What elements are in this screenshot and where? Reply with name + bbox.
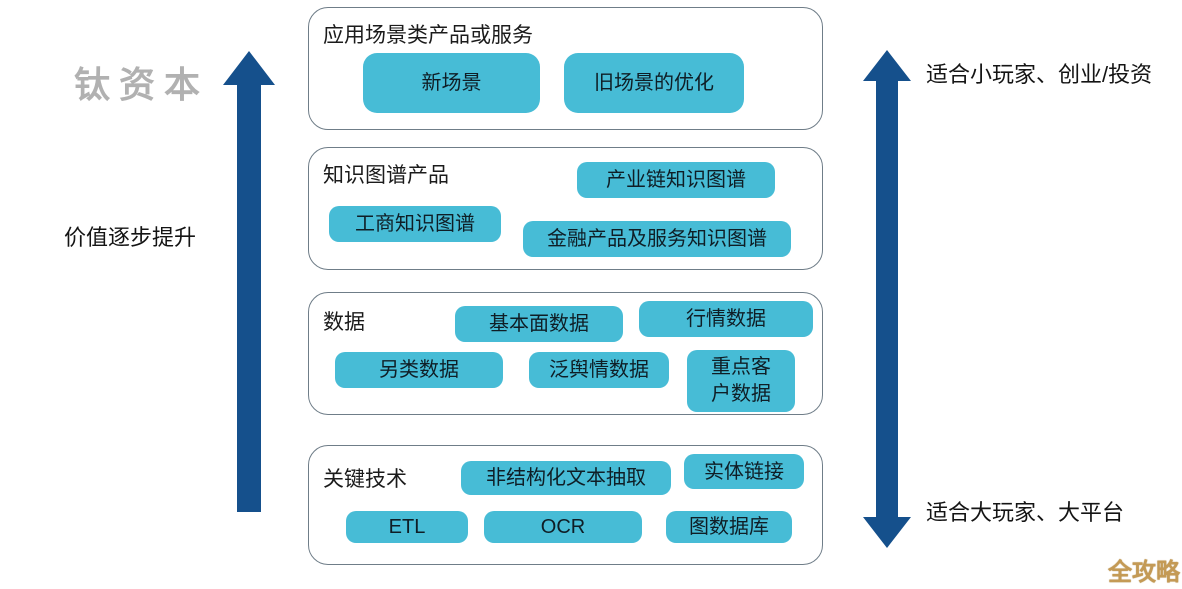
tag-unstructured-text-extraction: 非结构化文本抽取 [461, 461, 671, 495]
up-arrow-icon [223, 51, 275, 512]
tag-business-registration-kg: 工商知识图谱 [329, 206, 501, 242]
tag-financial-products-services-kg: 金融产品及服务知识图谱 [523, 221, 791, 257]
layer-title: 关键技术 [323, 468, 407, 491]
double-vertical-arrow-icon [863, 50, 911, 548]
layer-knowledge-graph-products: 知识图谱产品 产业链知识图谱 工商知识图谱 金融产品及服务知识图谱 [308, 147, 823, 270]
right-top-label: 适合小玩家、创业/投资 [926, 62, 1153, 87]
tag-industry-chain-kg: 产业链知识图谱 [577, 162, 775, 198]
layer-key-technologies: 关键技术 非结构化文本抽取 实体链接 ETL OCR 图数据库 [308, 445, 823, 565]
value-axis-label: 价值逐步提升 [64, 225, 197, 250]
right-bottom-label: 适合大玩家、大平台 [926, 500, 1125, 525]
tag-entity-linking: 实体链接 [684, 454, 804, 489]
layer-data: 数据 基本面数据 行情数据 另类数据 泛舆情数据 重点客户数据 [308, 292, 823, 415]
layer-title: 应用场景类产品或服务 [323, 24, 533, 47]
layer-application-scenarios: 应用场景类产品或服务 新场景 旧场景的优化 [308, 7, 823, 130]
tag-old-scenario-optimization: 旧场景的优化 [564, 53, 744, 113]
tag-ocr: OCR [484, 511, 642, 543]
tag-graph-database: 图数据库 [666, 511, 792, 543]
tag-new-scenario: 新场景 [363, 53, 540, 113]
tag-sentiment-data: 泛舆情数据 [529, 352, 669, 388]
tag-fundamental-data: 基本面数据 [455, 306, 623, 342]
brand-watermark: 钛资本 [74, 64, 210, 106]
layer-title: 知识图谱产品 [323, 164, 449, 187]
tag-alternative-data: 另类数据 [335, 352, 503, 388]
tag-etl: ETL [346, 511, 468, 543]
layer-title: 数据 [323, 311, 365, 334]
tag-market-data: 行情数据 [639, 301, 813, 337]
site-badge: 全攻略 [1108, 559, 1180, 586]
tag-key-customer-data: 重点客户数据 [687, 350, 795, 412]
